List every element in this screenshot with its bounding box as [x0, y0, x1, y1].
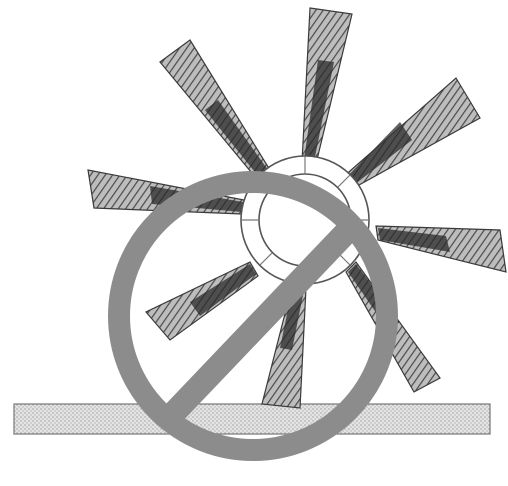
fan-blade	[302, 8, 352, 164]
fan-blade	[160, 40, 270, 178]
floor-surface	[14, 404, 490, 434]
fan-blade	[342, 78, 480, 190]
fan-blade	[376, 226, 506, 272]
